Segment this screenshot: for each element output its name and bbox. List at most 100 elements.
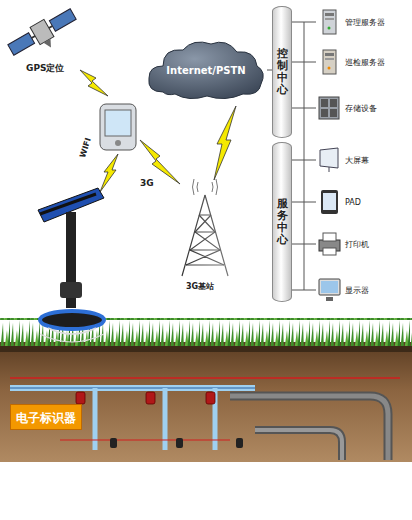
svg-rect: [49, 9, 76, 31]
svg-rect: [100, 104, 136, 150]
svg-rect: [321, 281, 338, 293]
annotation-label: 3G: [140, 178, 154, 188]
server2-node: 巡检服务器: [316, 47, 385, 77]
svg-rect: [325, 18, 334, 20]
svg-circle: [328, 27, 331, 30]
svg-line: [10, 377, 400, 379]
device-label: 存储设备: [345, 103, 377, 114]
svg-path: [255, 430, 342, 460]
svg-rect: [176, 438, 183, 448]
device-icon: [316, 8, 343, 36]
svg-rect: [0, 346, 412, 352]
svg-path: [230, 396, 388, 460]
pipe-node: 控制中心: [272, 6, 292, 138]
device-symbol: [316, 48, 343, 76]
device-symbol: [316, 276, 343, 304]
svg-rect: [326, 297, 333, 301]
device-icon: [316, 230, 343, 258]
monitor-node: 显示器: [316, 275, 369, 305]
svg-rect: [236, 438, 243, 448]
svg-path: [95, 388, 215, 450]
svg-circle: [328, 67, 331, 70]
connector-line: [292, 62, 316, 63]
connector-line: [292, 244, 316, 245]
svg-rect: [206, 392, 215, 404]
svg-rect: [60, 282, 82, 298]
svg-g: [38, 188, 104, 342]
svg-path: [193, 179, 218, 195]
svg-path: [230, 396, 388, 460]
device-icon: [316, 48, 343, 76]
connector-line: [292, 108, 316, 109]
svg-path: [10, 385, 255, 391]
center-label: 服务中心: [277, 198, 288, 246]
device-label: 显示器: [345, 285, 369, 296]
svg-path: [40, 194, 96, 214]
svg-line: [329, 167, 330, 172]
connector-line: [292, 290, 316, 291]
svg-rect: [321, 99, 328, 107]
tag-label: 电子标识器: [16, 411, 76, 425]
connector-line: [292, 160, 316, 161]
svg-rect: [330, 109, 337, 117]
svg-path: [186, 215, 224, 265]
svg-ellipse: [40, 311, 104, 329]
cloud-node: Internet/PSTN: [145, 38, 267, 102]
device-icon: [316, 188, 343, 216]
svg-rect: [323, 10, 336, 34]
svg-rect: [0, 342, 412, 462]
annotation-label: GPS定位: [26, 62, 64, 75]
device-icon: [316, 94, 343, 122]
server-node: 管理服务器: [316, 7, 385, 37]
svg-path: [10, 388, 255, 389]
svg-line: [60, 439, 230, 440]
center-label: 控制中心: [277, 48, 288, 96]
svg-rect: [321, 190, 338, 214]
svg-path: [186, 215, 224, 265]
svg-rect: [325, 53, 334, 56]
svg-rect: [105, 110, 131, 136]
annotation-label: 3G基站: [186, 281, 214, 292]
svg-rect: [321, 109, 328, 117]
svg-path: [44, 39, 55, 50]
svg-rect: [76, 392, 85, 404]
device-symbol: [316, 188, 343, 216]
svg-path: [140, 140, 180, 184]
device-label: 打印机: [345, 239, 369, 250]
device-icon: [316, 276, 343, 304]
svg-path: [255, 430, 342, 460]
svg-rect: [323, 50, 336, 74]
svg-path: [214, 106, 236, 180]
svg-path: [320, 148, 338, 168]
svg-path: [149, 42, 263, 99]
device-symbol: [316, 94, 343, 122]
svg-rect: [323, 193, 336, 210]
svg-rect: [8, 33, 35, 55]
device-symbol: [316, 230, 343, 258]
svg-rect: [325, 58, 334, 60]
svg-rect: [325, 13, 334, 16]
svg-path: [40, 334, 104, 342]
svg-rect: [319, 279, 340, 295]
svg-rect: [330, 99, 337, 107]
svg-rect: [323, 248, 336, 255]
device-symbol: [316, 146, 343, 174]
connector-line: [292, 22, 316, 23]
printer-node: 打印机: [316, 229, 369, 259]
svg-path: [80, 70, 108, 96]
svg-g: [76, 392, 215, 404]
svg-rect: [323, 233, 336, 241]
svg-path: [48, 328, 96, 334]
svg-line: [204, 185, 205, 195]
svg-rect: [110, 438, 117, 448]
device-symbol: [316, 8, 343, 36]
svg-circle: [115, 140, 121, 146]
svg-path: [182, 195, 228, 276]
storage-node: 存储设备: [316, 93, 377, 123]
device-label: PAD: [345, 198, 361, 207]
connector-line: [292, 202, 316, 203]
svg-g: [110, 438, 243, 448]
device-icon: [316, 146, 343, 174]
tag-node: 电子标识器: [10, 404, 82, 430]
pipe-node: 服务中心: [272, 142, 292, 302]
